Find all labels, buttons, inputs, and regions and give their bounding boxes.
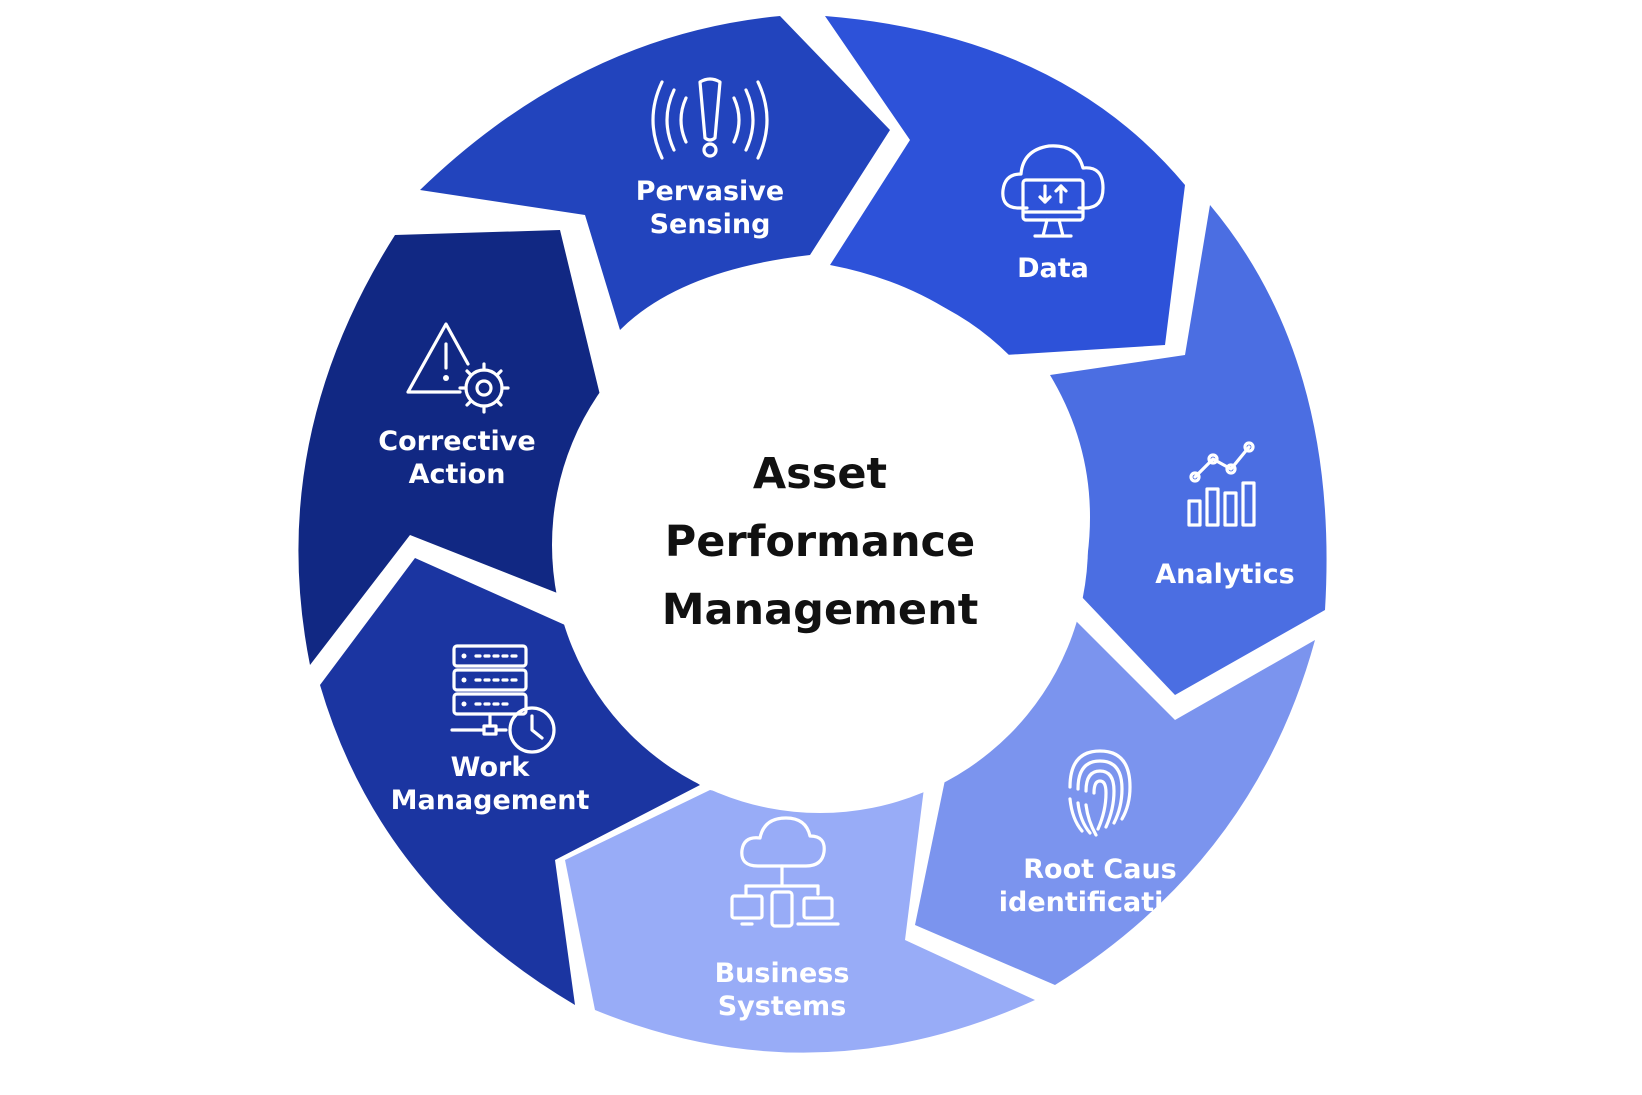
- label-corrective-action-2: Action: [409, 459, 506, 490]
- label-pervasive-sensing-1: Pervasive: [636, 176, 784, 207]
- label-business-systems-1: Business: [715, 958, 850, 989]
- label-corrective-action-1: Corrective: [378, 426, 535, 457]
- label-business-systems-2: Systems: [718, 991, 847, 1022]
- label-root-cause-1: Root Caus: [1023, 854, 1177, 885]
- segment-work-management: [320, 558, 700, 1005]
- warning-gear-icon: [406, 322, 510, 414]
- segment-root-cause: [915, 620, 1315, 985]
- center-circle: [552, 277, 1088, 813]
- label-analytics: Analytics: [1155, 559, 1294, 590]
- segment-business-systems: [565, 780, 1035, 1053]
- label-root-cause-2: identification: [999, 887, 1201, 918]
- label-pervasive-sensing-2: Sensing: [650, 209, 771, 240]
- label-work-management-2: Management: [391, 785, 590, 816]
- server-clock-icon: [450, 644, 556, 754]
- fingerprint-icon: [1068, 749, 1132, 837]
- cloud-computer-icon: [1001, 144, 1105, 238]
- segment-corrective-action: [298, 230, 600, 665]
- label-work-management-1: Work: [451, 752, 531, 783]
- alert-signal-icon: [651, 77, 769, 160]
- bar-line-chart-icon: [1187, 441, 1256, 527]
- segment-pervasive-sensing: [420, 16, 890, 330]
- label-data: Data: [1017, 253, 1089, 284]
- title-line-2: Performance: [665, 517, 975, 567]
- segment-labels: Pervasive Sensing Data Analytics Root Ca…: [378, 176, 1294, 1022]
- title-line-1: Asset: [753, 449, 887, 499]
- center-title: Asset Performance Management: [662, 449, 979, 635]
- segment-analytics: [1050, 205, 1327, 695]
- title-line-3: Management: [662, 585, 979, 635]
- cloud-network-devices-icon: [730, 816, 840, 928]
